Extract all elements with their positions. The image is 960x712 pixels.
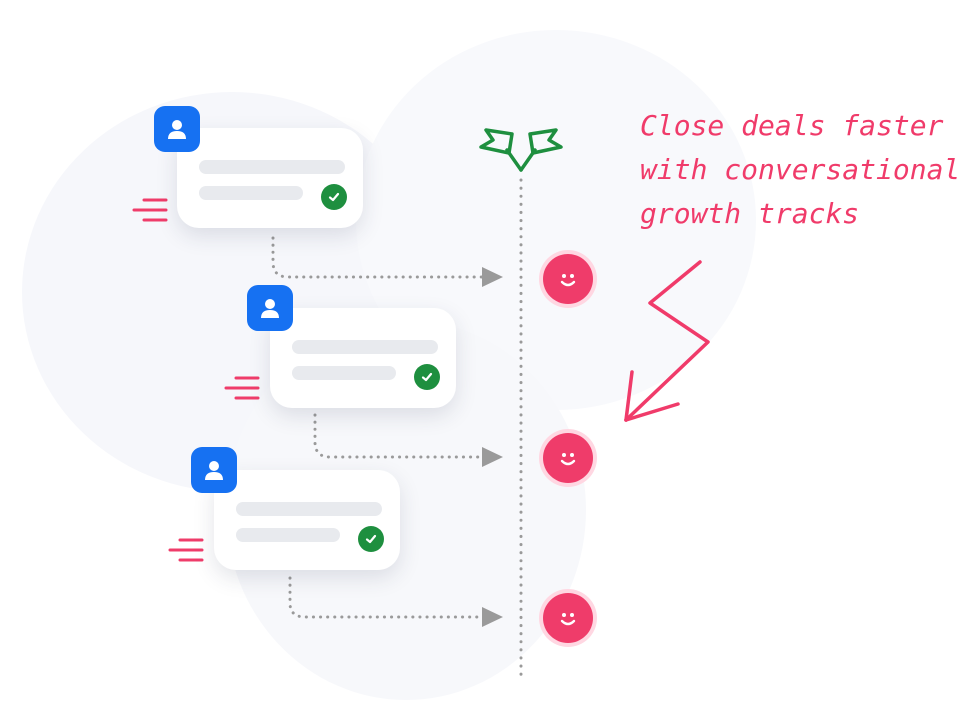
tagline-line: Close deals faster: [640, 109, 944, 142]
check-icon: [414, 364, 440, 390]
placeholder-line: [199, 186, 303, 200]
connector-2: [313, 413, 503, 467]
user-icon: [247, 285, 293, 331]
message-card: [177, 128, 363, 228]
smiley-face-icon: [543, 254, 593, 304]
flag-icon: [479, 128, 563, 172]
zigzag-arrow: [624, 260, 710, 422]
speed-lines-icon: [132, 198, 168, 222]
check-icon: [321, 184, 347, 210]
tagline: Close deals faster with conversational g…: [640, 104, 960, 236]
placeholder-line: [292, 366, 396, 380]
user-icon: [154, 106, 200, 152]
user-icon: [191, 447, 237, 493]
message-card: [214, 470, 400, 570]
connector-1: [271, 236, 503, 287]
speed-lines-icon: [168, 538, 204, 562]
placeholder-line: [236, 502, 382, 516]
check-icon: [358, 526, 384, 552]
tagline-line: growth tracks: [640, 197, 860, 230]
placeholder-line: [292, 340, 438, 354]
connector-3: [288, 576, 503, 627]
smiley-face-icon: [543, 593, 593, 643]
placeholder-line: [236, 528, 340, 542]
message-card: [270, 308, 456, 408]
speed-lines-icon: [224, 376, 260, 400]
placeholder-line: [199, 160, 345, 174]
tagline-line: with conversational: [640, 153, 960, 186]
smiley-face-icon: [543, 433, 593, 483]
